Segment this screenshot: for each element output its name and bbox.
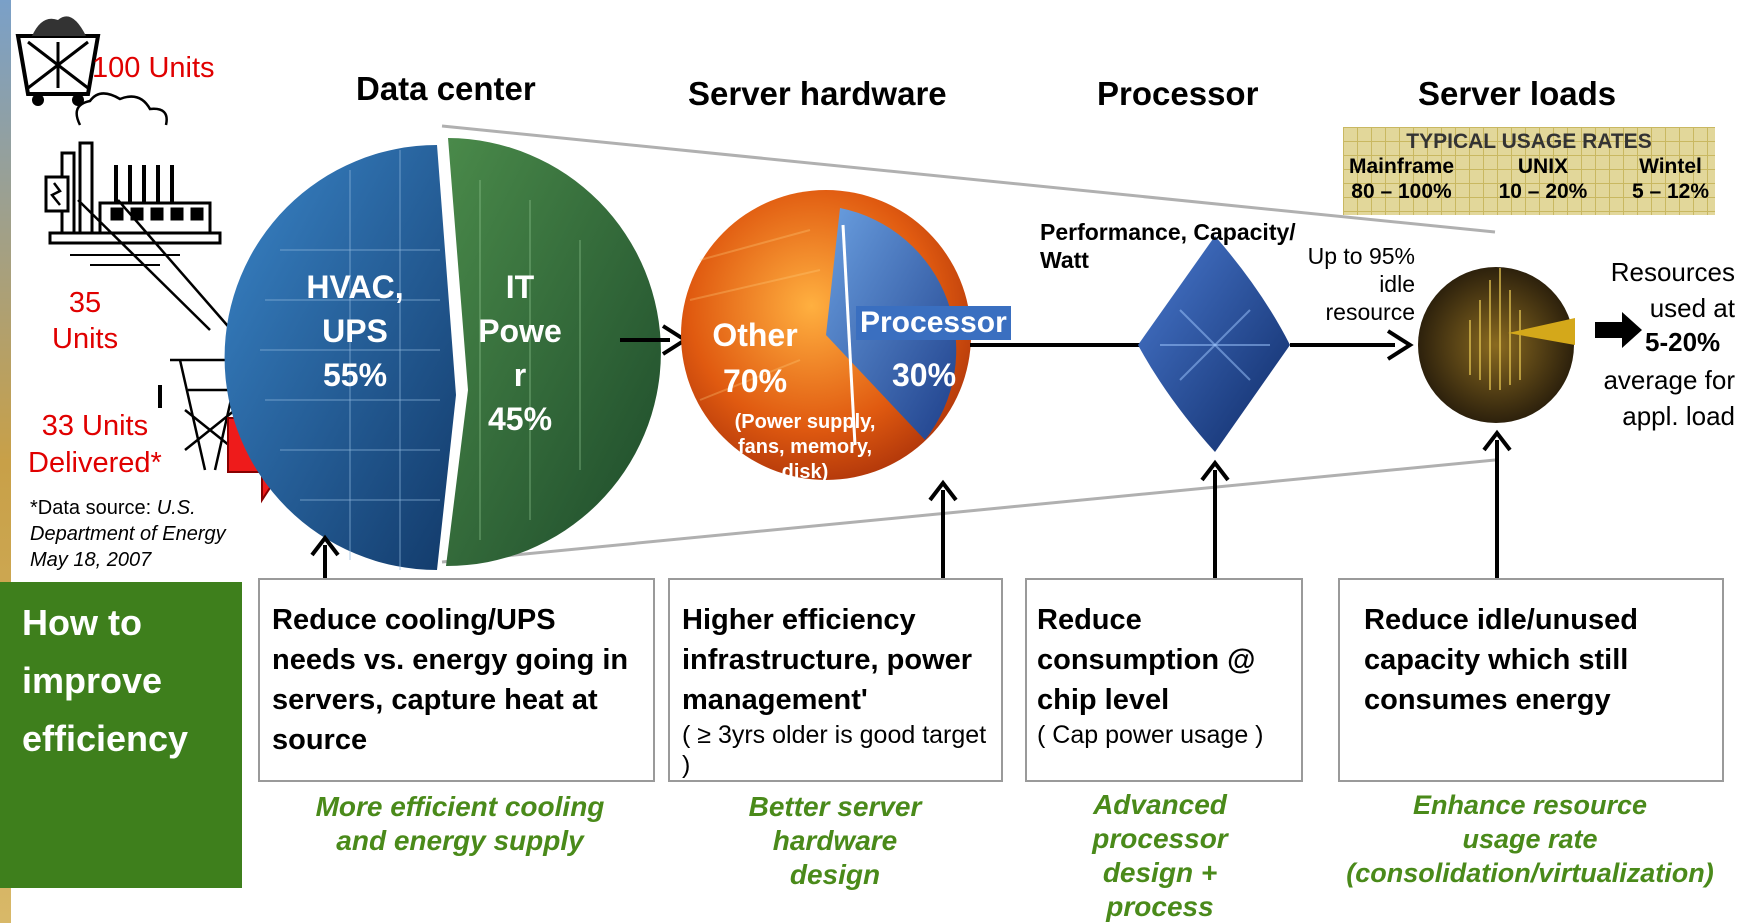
improvement-box-chip: Reduce consumption @ chip level ( Cap po… — [1025, 578, 1303, 782]
energy-33-units-delivered: 33 Units Delivered* — [28, 410, 162, 479]
header-data-center: Data center — [356, 70, 536, 107]
improvement-box-hardware: Higher efficiency infrastructure, power … — [668, 578, 1003, 782]
usage-col-name: UNIX — [1517, 155, 1569, 178]
usage-col-value: 10 – 20% — [1498, 180, 1588, 203]
green-label-cooling: More efficient cooling and energy supply — [315, 791, 605, 856]
arrow-up-1 — [310, 534, 340, 557]
improvement-box-note: ( Cap power usage ) — [1037, 721, 1264, 749]
coal-cart-icon — [15, 16, 101, 106]
data-source-body: U.S. Department of Energy May 18, 2007 — [30, 497, 226, 571]
usage-col-value: 80 – 100% — [1351, 180, 1452, 203]
funnel-bottom-line — [441, 458, 1496, 564]
transmission-tower-icon — [77, 199, 257, 471]
resources-arrow — [1595, 312, 1642, 348]
improvement-box-title: Reduce consumption @ chip level — [1037, 604, 1256, 716]
other-detail-label: (Power supply, fans, memory, disk) — [734, 411, 876, 483]
green-label-processor: Advanced processor design + process — [1092, 789, 1228, 922]
green-label-resource: Enhance resource usage rate (consolidati… — [1346, 790, 1714, 888]
it-power-label: IT Powe r 45% — [478, 269, 562, 437]
typical-usage-rates-table: TYPICAL USAGE RATES Mainframe 80 – 100% … — [1343, 127, 1715, 215]
data-source-note: *Data source: U.S. Department of Energy … — [30, 495, 250, 573]
usage-col-mainframe: Mainframe 80 – 100% — [1349, 154, 1454, 204]
arrow-up-3 — [1200, 459, 1230, 482]
server-load-circle — [1418, 267, 1574, 423]
idle-resource-label: Up to 95% idle resource — [1307, 243, 1415, 325]
header-server-hardware: Server hardware — [688, 75, 947, 112]
resources-used-label: Resources used at — [1610, 257, 1735, 323]
left-edge-strip — [0, 0, 11, 923]
hvac-slice — [224, 145, 456, 570]
usage-col-name: Wintel — [1639, 155, 1702, 178]
improvement-box-idle: Reduce idle/unused capacity which still … — [1338, 578, 1724, 782]
improvement-box-note: ( ≥ 3yrs older is good target ) — [682, 721, 987, 779]
data-source-prefix: *Data source: — [30, 497, 157, 519]
header-server-loads: Server loads — [1418, 75, 1617, 112]
processor-slice-label: Processor — [856, 306, 1011, 340]
other-label: Other 70% — [712, 317, 798, 399]
usage-col-name: Mainframe — [1349, 155, 1455, 178]
performance-capacity-label: Performance, Capacity/ Watt — [1040, 219, 1296, 273]
usage-table-title: TYPICAL USAGE RATES — [1406, 130, 1652, 153]
power-plant-icon — [44, 92, 222, 266]
it-power-slice — [446, 138, 661, 567]
usage-wedge — [1508, 318, 1575, 345]
usage-col-value: 5 – 12% — [1631, 180, 1709, 203]
processor-pct-label: 30% — [892, 357, 957, 393]
green-label-hardware: Better server hardware design — [748, 791, 922, 890]
improvement-box-title: Reduce idle/unused capacity which still … — [1364, 604, 1638, 716]
improvement-box-title: Reduce cooling/UPS needs vs. energy goin… — [272, 604, 629, 756]
improvement-box-title: Higher efficiency infrastructure, power … — [682, 604, 973, 716]
how-to-improve-panel: How to improve efficiency — [0, 582, 242, 888]
arrow-up-2 — [928, 479, 958, 502]
header-processor: Processor — [1097, 75, 1259, 112]
energy-100-units: 100 Units — [92, 52, 215, 84]
how-to-improve-label: How to improve efficiency — [22, 602, 189, 759]
resources-highlight: 5-20% — [1645, 327, 1721, 357]
data-center-pie — [224, 138, 661, 570]
usage-col-unix: UNIX 10 – 20% — [1499, 154, 1588, 204]
energy-35-units: 35 Units — [52, 287, 119, 355]
funnel-top-line — [441, 124, 1496, 234]
resources-average-label: average for appl. load — [1603, 365, 1735, 431]
hvac-ups-label: HVAC, UPS 55% — [306, 269, 404, 393]
improvement-box-cooling: Reduce cooling/UPS needs vs. energy goin… — [258, 578, 655, 782]
usage-col-wintel: Wintel 5 – 12% — [1632, 154, 1709, 204]
arrow-up-4 — [1482, 429, 1512, 452]
